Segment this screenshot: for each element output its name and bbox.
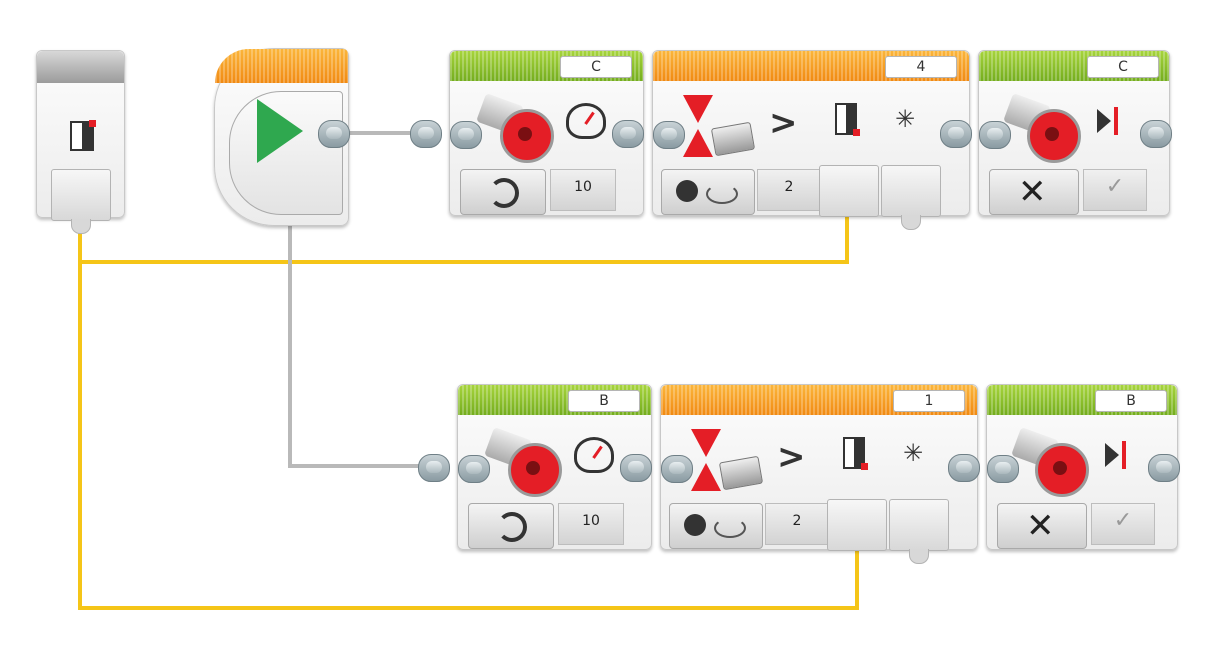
wait-block-row1[interactable]: 4 > ✳ 2 — [652, 50, 970, 230]
rotate-icon — [489, 178, 519, 208]
stop-block-row1[interactable]: C ✕ ✓ — [978, 50, 1170, 216]
large-motor-icon — [484, 427, 562, 497]
stop-output-plug[interactable] — [1148, 454, 1180, 482]
sensor-icon — [710, 121, 756, 157]
motor-port-label[interactable]: C — [560, 56, 632, 78]
large-motor-icon — [1011, 427, 1089, 497]
wait-input-slot[interactable] — [819, 165, 879, 217]
light-sensor-icon — [835, 103, 860, 136]
start-output-plug[interactable] — [318, 120, 350, 148]
play-triangle-icon — [257, 99, 303, 163]
variable-block[interactable] — [36, 50, 125, 234]
wait-inner-plug — [661, 455, 693, 483]
wait-output-slot[interactable] — [889, 499, 949, 551]
wait-mode-button[interactable] — [669, 503, 763, 549]
wait-output-slot[interactable] — [881, 165, 941, 217]
motor-port-label[interactable]: B — [568, 390, 640, 412]
rate-of-change-icon — [676, 180, 698, 202]
yellow-wire-top — [78, 214, 849, 264]
wait-threshold-value[interactable]: 2 — [765, 503, 829, 545]
motor-mode-button[interactable] — [468, 503, 554, 549]
motor-inner-plug — [450, 121, 482, 149]
sensor-icon — [718, 455, 764, 491]
light-icon: ✳ — [903, 439, 924, 467]
motor-inner-plug — [458, 455, 490, 483]
light-icon: ✳ — [895, 105, 916, 133]
light-sensor-icon — [843, 437, 868, 470]
x-icon: ✕ — [1018, 172, 1047, 212]
brake-toggle[interactable]: ✓ — [1091, 503, 1155, 545]
wait-inner-plug — [653, 121, 685, 149]
stop-mode-button[interactable]: ✕ — [989, 169, 1079, 215]
motor-c-input-plug[interactable] — [410, 120, 442, 148]
wait-port-label[interactable]: 1 — [893, 390, 965, 412]
stop-port-label[interactable]: B — [1095, 390, 1167, 412]
large-motor-icon — [1003, 93, 1081, 163]
motor-block-row2[interactable]: B 10 — [457, 384, 652, 550]
variable-output-slot[interactable] — [51, 169, 111, 221]
stop-port-label[interactable]: C — [1087, 56, 1159, 78]
start-block[interactable] — [214, 48, 349, 226]
hourglass-icon — [683, 95, 713, 157]
variable-icon — [70, 120, 96, 151]
rotate-icon — [497, 512, 527, 542]
stop-motor-icon — [1097, 109, 1111, 133]
hourglass-icon — [691, 429, 721, 491]
motor-b-input-plug[interactable] — [418, 454, 450, 482]
compare-operator: > — [769, 103, 798, 143]
motor-power-value[interactable]: 10 — [550, 169, 616, 211]
stop-inner-plug — [987, 455, 1019, 483]
stop-inner-plug — [979, 121, 1011, 149]
wait-output-plug[interactable] — [940, 120, 972, 148]
x-icon: ✕ — [1026, 506, 1055, 546]
wait-input-slot[interactable] — [827, 499, 887, 551]
wait-port-label[interactable]: 4 — [885, 56, 957, 78]
stop-motor-icon — [1105, 443, 1119, 467]
speedometer-icon — [574, 437, 614, 473]
stop-block-row2[interactable]: B ✕ ✓ — [986, 384, 1178, 550]
wait-threshold-value[interactable]: 2 — [757, 169, 821, 211]
rate-of-change-icon — [684, 514, 706, 536]
stop-output-plug[interactable] — [1140, 120, 1172, 148]
large-motor-icon — [476, 93, 554, 163]
motor-b-output-plug[interactable] — [620, 454, 652, 482]
compare-operator: > — [777, 437, 806, 477]
stop-mode-button[interactable]: ✕ — [997, 503, 1087, 549]
motor-block-row1[interactable]: C 10 — [449, 50, 644, 216]
motor-mode-button[interactable] — [460, 169, 546, 215]
yellow-wire-bottom — [78, 262, 859, 610]
wait-block-row2[interactable]: 1 > ✳ 2 — [660, 384, 978, 564]
speedometer-icon — [566, 103, 606, 139]
wait-output-plug[interactable] — [948, 454, 980, 482]
brake-toggle[interactable]: ✓ — [1083, 169, 1147, 211]
wait-mode-button[interactable] — [661, 169, 755, 215]
motor-c-output-plug[interactable] — [612, 120, 644, 148]
motor-power-value[interactable]: 10 — [558, 503, 624, 545]
